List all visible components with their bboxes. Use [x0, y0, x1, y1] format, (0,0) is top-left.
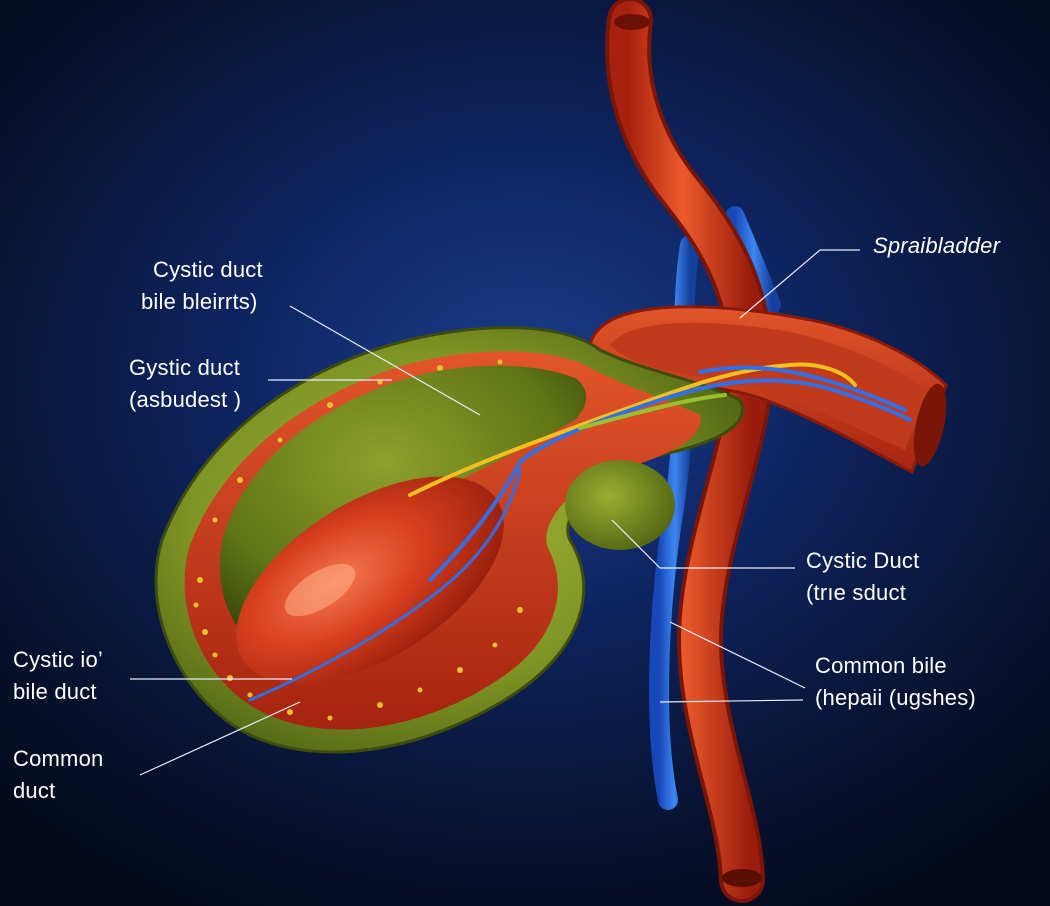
label-line: bile bleirrts): [141, 289, 258, 314]
label-cystic-duct-top: Cystic duct bile bleirrts): [141, 254, 263, 318]
label-line: bile duct: [13, 679, 97, 704]
blue-duct-3: [698, 365, 907, 412]
label-line: (hepaii (ugshes): [815, 685, 976, 710]
label-line: Cystic Duct: [806, 548, 920, 573]
label-line: Spraibladder: [873, 233, 1001, 258]
duct-inner-lumen: [610, 322, 930, 450]
neck-green-lobe: [565, 460, 675, 550]
label-line: duct: [13, 778, 56, 803]
green-duct: [578, 393, 727, 430]
duct-opening: [913, 383, 947, 467]
leader-lines: [130, 249, 860, 776]
label-line: Cystic io’: [13, 647, 104, 672]
label-line: (asbudest ): [129, 387, 242, 412]
artery-vessel-highlight: [609, 1, 770, 899]
label-line: Gystic duct: [129, 355, 241, 380]
label-spraibladder: Spraibladder: [873, 230, 1000, 262]
label-line: Common bile: [815, 653, 947, 678]
label-common-duct: Common duct: [13, 743, 103, 807]
blue-duct-2: [248, 468, 522, 702]
label-line: Common: [13, 746, 104, 771]
label-cystic-bile-duct: Cystic io’ bile duct: [13, 644, 103, 708]
artery-bottom-opening: [722, 869, 762, 887]
label-line: (trıe sduct: [806, 580, 907, 605]
red-inner-lobe: [236, 476, 504, 684]
label-line: Cystic duct: [153, 257, 263, 282]
blue-duct-1: [428, 378, 912, 582]
artery-top-opening: [614, 14, 650, 30]
label-common-bile: Common bile (hepaii (ugshes): [815, 650, 976, 714]
label-gystic-duct: Gystic duct (asbudest ): [129, 352, 241, 416]
vein-branch: [726, 206, 781, 314]
red-lobe-highlight: [284, 563, 356, 617]
yellow-duct: [408, 362, 857, 497]
wall-fat-dots: [193, 359, 523, 721]
label-cystic-duct-right: Cystic Duct (trıe sduct: [806, 545, 919, 609]
